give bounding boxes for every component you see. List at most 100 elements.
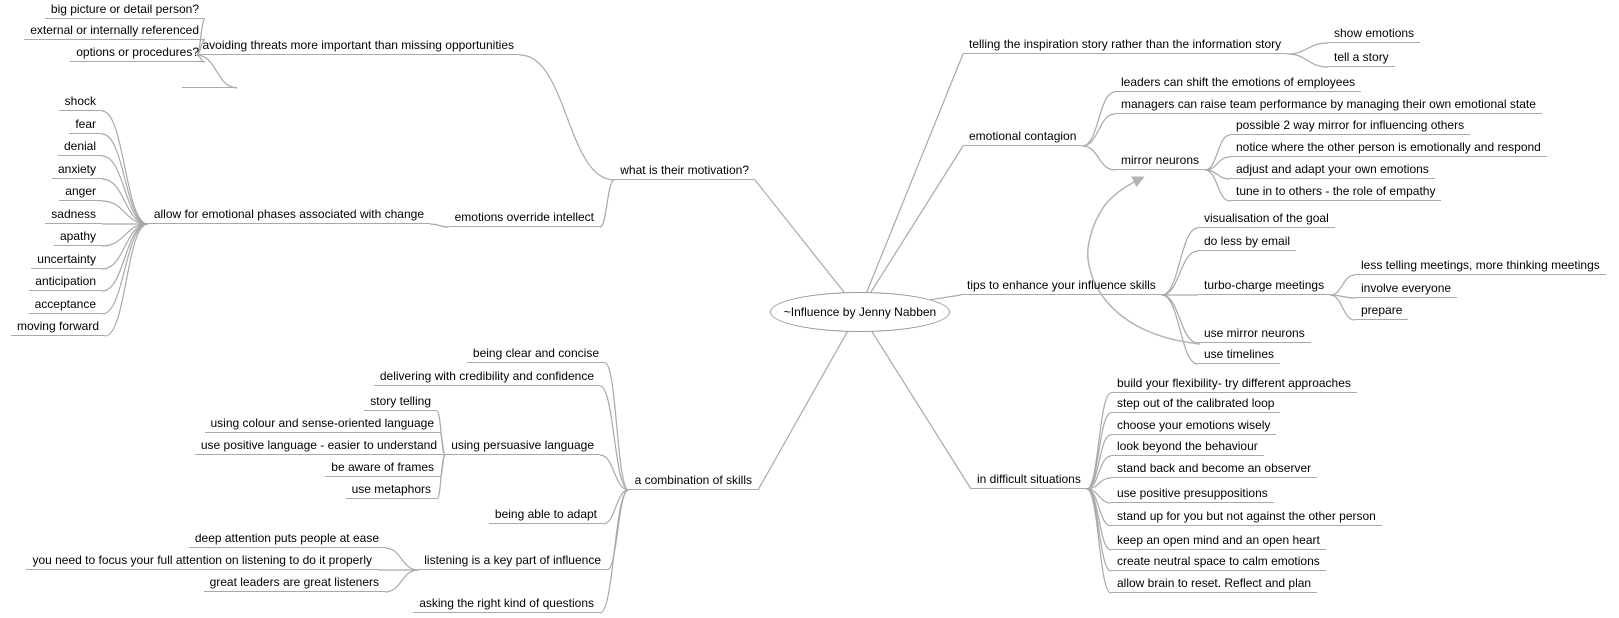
mindmap-node-asking[interactable]: asking the right kind of questions xyxy=(413,596,600,613)
mindmap-node-less_telling[interactable]: less telling meetings, more thinking mee… xyxy=(1355,258,1606,275)
mindmap-node-anger[interactable]: anger xyxy=(59,184,102,201)
mindmap-node-use_mirror_neurons[interactable]: use mirror neurons xyxy=(1198,326,1311,343)
mindmap-node-managers_raise[interactable]: managers can raise team performance by m… xyxy=(1115,97,1542,114)
edge-do_less_email xyxy=(1161,250,1199,296)
edge-override xyxy=(599,179,615,228)
root-node[interactable]: ~Influence by Jenny Nabben xyxy=(770,292,950,332)
mindmap-node-colour_language[interactable]: using colour and sense-oriented language xyxy=(204,416,440,433)
mindmap-node-great_listeners[interactable]: great leaders are great listeners xyxy=(203,575,385,592)
mindmap-node-adjust_adapt[interactable]: adjust and adapt your own emotions xyxy=(1230,162,1435,179)
mindmap-node-empty[interactable] xyxy=(182,71,237,88)
mindmap-node-neutral_space[interactable]: create neutral space to calm emotions xyxy=(1111,554,1326,571)
edge-show_emotions xyxy=(1287,42,1329,55)
mindmap-node-use_timelines[interactable]: use timelines xyxy=(1198,347,1281,364)
mindmap-node-choose_emotions[interactable]: choose your emotions wisely xyxy=(1111,418,1277,435)
edge-tell_story xyxy=(1287,53,1329,68)
edge-mirror_neurons xyxy=(1082,145,1116,171)
edge-use_mirror_neurons xyxy=(1161,294,1199,344)
mindmap-node-allow[interactable]: allow for emotional phases associated wi… xyxy=(147,207,430,224)
mindmap-node-persuasive[interactable]: using persuasive language xyxy=(445,438,600,455)
edge-contagion xyxy=(870,145,964,293)
mindmap-node-show_emotions[interactable]: show emotions xyxy=(1328,26,1421,43)
edge-choose_emotions xyxy=(1086,434,1112,490)
mindmap-node-leaders_shift[interactable]: leaders can shift the emotions of employ… xyxy=(1115,75,1362,92)
arrow-link-use_mirror_neurons-to-mirror_neurons xyxy=(1087,176,1201,345)
edge-allow xyxy=(429,223,449,228)
mindmap-node-positive_language[interactable]: use positive language - easier to unders… xyxy=(194,438,443,455)
edge-leaders_shift xyxy=(1082,91,1116,147)
mindmap-node-big_picture[interactable]: big picture or detail person? xyxy=(44,2,205,19)
mindmap-node-stand_back[interactable]: stand back and become an observer xyxy=(1111,461,1318,478)
mindmap-node-denial[interactable]: denial xyxy=(57,139,102,156)
mindmap-node-shock[interactable]: shock xyxy=(58,94,102,111)
edge-tips xyxy=(930,294,962,301)
mindmap-node-options[interactable]: options or procedures? xyxy=(70,45,205,62)
mindmap-node-full_attention[interactable]: you need to focus your full attention on… xyxy=(26,553,378,570)
mindmap-node-fear[interactable]: fear xyxy=(69,117,102,134)
mindmap-node-tell_story[interactable]: tell a story xyxy=(1328,50,1395,67)
mindmap-node-anticipation[interactable]: anticipation xyxy=(29,274,102,291)
mindmap-node-involve_everyone[interactable]: involve everyone xyxy=(1355,281,1458,298)
mindmap-node-adapt[interactable]: being able to adapt xyxy=(488,507,603,524)
mindmap-node-motivation[interactable]: what is their motivation? xyxy=(614,163,755,180)
mindmap-node-turbo_charge[interactable]: turbo-charge meetings xyxy=(1198,278,1331,295)
edge-moving_forward xyxy=(104,223,148,337)
mindmap-node-acceptance[interactable]: acceptance xyxy=(28,297,102,314)
mindmap-node-notice_respond[interactable]: notice where the other person is emotion… xyxy=(1230,140,1547,157)
mindmap-node-keep_open[interactable]: keep an open mind and an open heart xyxy=(1111,533,1326,550)
mindmap-node-mirror_neurons[interactable]: mirror neurons xyxy=(1115,153,1206,170)
edge-motivation xyxy=(754,179,845,293)
mindmap-node-story_telling[interactable]: story telling xyxy=(364,394,437,411)
mindmap-node-tune_in[interactable]: tune in to others - the role of empathy xyxy=(1230,184,1442,201)
edge-anger xyxy=(101,200,148,225)
edge-use_timelines xyxy=(1161,294,1199,365)
mindmap-node-flexibility[interactable]: build your flexibility- try different ap… xyxy=(1111,376,1357,393)
mindmap-node-tips[interactable]: tips to enhance your influence skills xyxy=(961,278,1162,295)
mindmap-node-metaphors[interactable]: use metaphors xyxy=(345,482,437,499)
mindmap-node-do_less_email[interactable]: do less by email xyxy=(1198,234,1297,251)
edge-acceptance xyxy=(101,223,148,315)
mindmap-node-override[interactable]: emotions override intellect xyxy=(448,210,600,227)
edge-calibrated_loop xyxy=(1086,412,1112,490)
edge-avoiding xyxy=(519,54,615,181)
mindmap-node-listening[interactable]: listening is a key part of influence xyxy=(418,553,607,570)
mindmap-node-apathy[interactable]: apathy xyxy=(53,229,102,246)
mindmap-node-look_beyond[interactable]: look beyond the behaviour xyxy=(1111,439,1264,456)
mindmap-node-sadness[interactable]: sadness xyxy=(45,207,102,224)
mindmap-node-allow_brain_reset[interactable]: allow brain to reset. Reflect and plan xyxy=(1111,576,1318,593)
mindmap-node-difficult[interactable]: in difficult situations xyxy=(971,472,1087,489)
edge-shock xyxy=(101,110,148,225)
edge-uncertainty xyxy=(101,223,148,270)
mindmap-node-stand_up[interactable]: stand up for you but not against the oth… xyxy=(1111,509,1382,526)
mindmap-node-presuppositions[interactable]: use positive presuppositions xyxy=(1111,486,1274,503)
mindmap-node-calibrated_loop[interactable]: step out of the calibrated loop xyxy=(1111,396,1281,413)
edge-asking xyxy=(599,489,629,614)
mindmap-node-contagion[interactable]: emotional contagion xyxy=(963,129,1083,146)
mindmap-node-prepare[interactable]: prepare xyxy=(1355,303,1409,320)
edge-less_telling xyxy=(1330,274,1356,296)
edge-anticipation xyxy=(101,223,148,292)
edge-clear_concise xyxy=(604,362,630,491)
mindmap-node-visualisation[interactable]: visualisation of the goal xyxy=(1198,211,1335,228)
mindmap-node-delivering[interactable]: delivering with credibility and confiden… xyxy=(373,369,600,386)
edge-prepare xyxy=(1329,294,1356,321)
edge-difficult xyxy=(870,329,972,490)
edge-delivering xyxy=(599,385,629,491)
mindmap-node-telling[interactable]: telling the inspiration story rather tha… xyxy=(963,37,1288,54)
mindmap-node-external[interactable]: external or internally referenced xyxy=(24,23,205,40)
mindmap-node-skills[interactable]: a combination of skills xyxy=(628,473,758,490)
mindmap-node-clear_concise[interactable]: being clear and concise xyxy=(466,346,605,363)
edge-managers_raise xyxy=(1082,113,1116,147)
edge-neutral_space xyxy=(1086,488,1112,572)
edge-flexibility xyxy=(1086,392,1112,490)
mindmap-node-moving_forward[interactable]: moving forward xyxy=(10,319,105,336)
mindmap-node-possible_mirror[interactable]: possible 2 way mirror for influencing ot… xyxy=(1230,118,1471,135)
mindmap-node-deep_attention[interactable]: deep attention puts people at ease xyxy=(188,531,385,548)
edge-great_listeners xyxy=(384,569,419,593)
mindmap-node-uncertainty[interactable]: uncertainty xyxy=(31,252,102,269)
mindmap-node-avoiding[interactable]: avoiding threats more important than mis… xyxy=(196,38,520,55)
mindmap-node-frames[interactable]: be aware of frames xyxy=(325,460,440,477)
mindmap-node-anxiety[interactable]: anxiety xyxy=(51,162,102,179)
